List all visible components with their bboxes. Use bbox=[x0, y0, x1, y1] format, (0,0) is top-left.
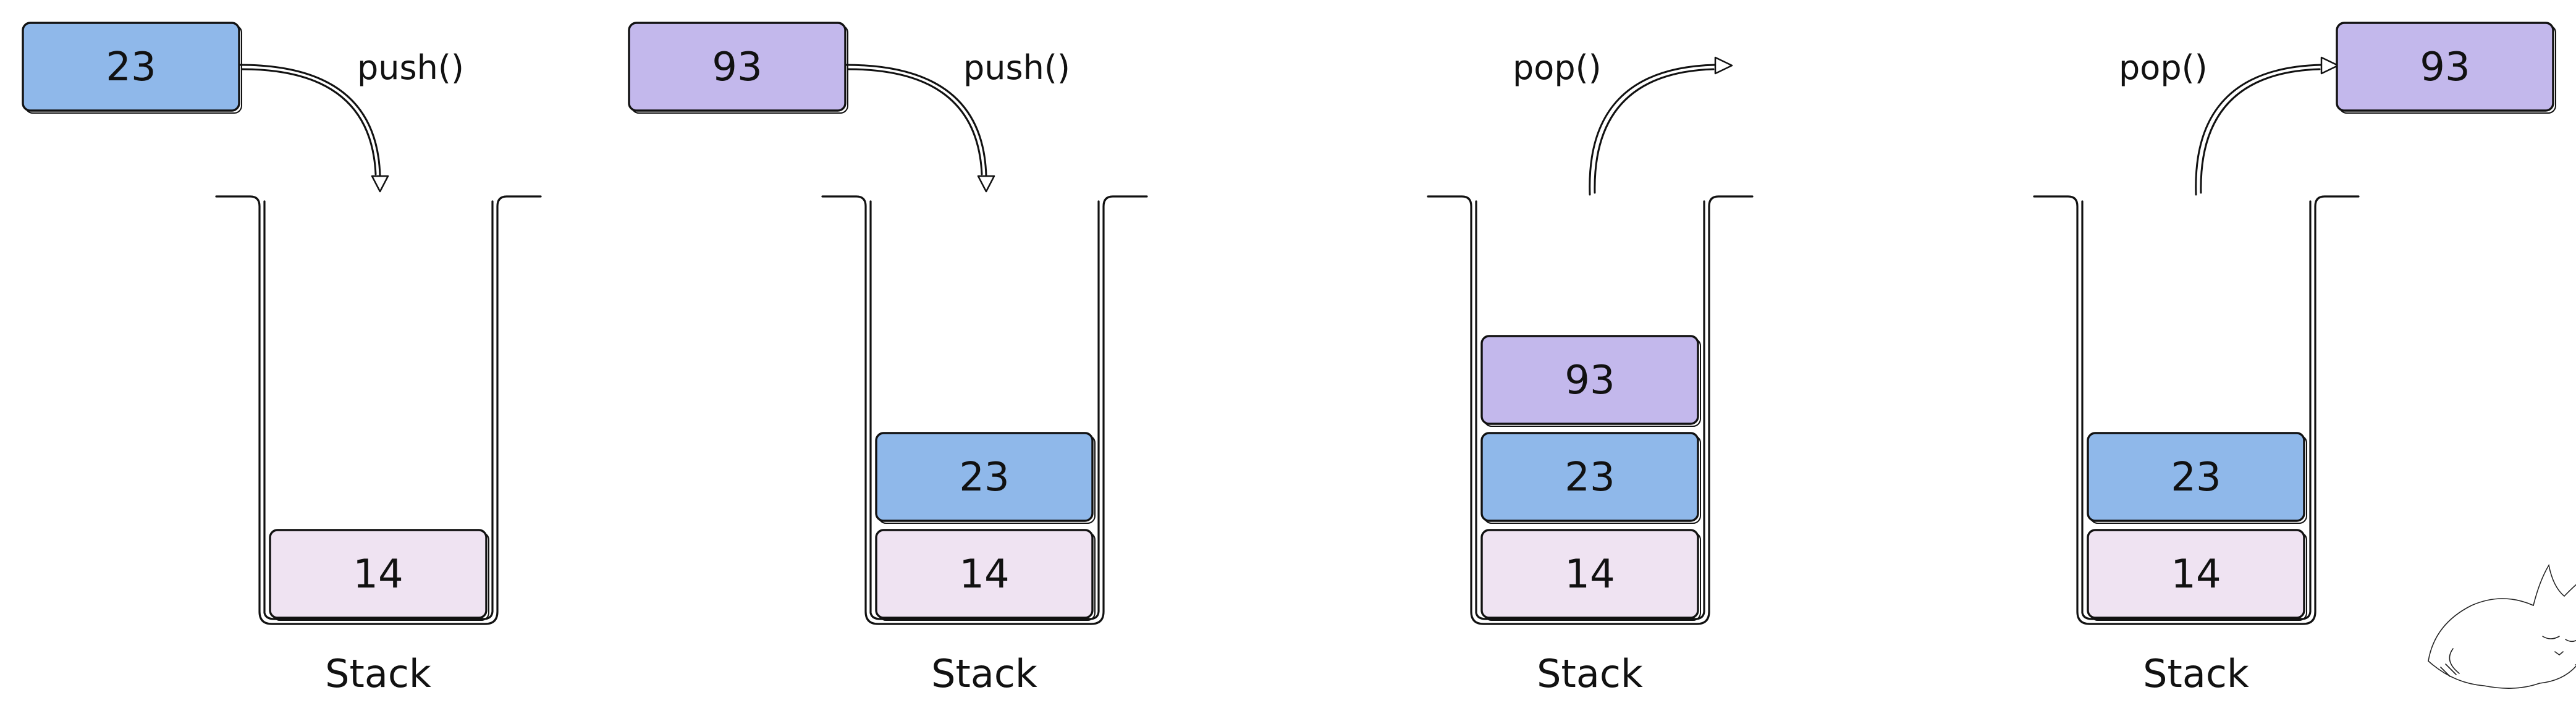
arrow-line-sketch bbox=[241, 68, 377, 175]
stack-item-1-label: 14 bbox=[1565, 552, 1615, 597]
stack-item-3: 93 bbox=[1480, 335, 1701, 427]
stack-item-2-label: 23 bbox=[1565, 455, 1615, 500]
cat-stroke-2 bbox=[2533, 563, 2576, 606]
cat-stroke-1 bbox=[2428, 598, 2534, 662]
push-arrow bbox=[845, 64, 995, 193]
stack-item-1-rect bbox=[875, 529, 1094, 619]
moving-item-rect bbox=[628, 22, 847, 112]
moving-item: 93 bbox=[628, 22, 848, 114]
arrowhead-down-icon bbox=[371, 175, 389, 193]
push-arrow bbox=[239, 64, 389, 193]
stack-caption: Stack bbox=[1537, 651, 1643, 696]
cat-stroke-4 bbox=[2428, 660, 2540, 689]
moving-item-rect bbox=[22, 22, 240, 112]
sleeping-cat-icon bbox=[2428, 563, 2576, 689]
stack-item-1: 14 bbox=[1480, 529, 1701, 621]
stack-container bbox=[821, 195, 1148, 625]
arrow-line bbox=[239, 64, 381, 177]
stack-item-1-label: 14 bbox=[2171, 552, 2221, 597]
cat-stroke-6 bbox=[2565, 639, 2576, 642]
cat-stroke-3 bbox=[2539, 665, 2576, 684]
moving-item-label: 93 bbox=[2420, 44, 2470, 90]
operation-label: pop() bbox=[2119, 48, 2208, 87]
operation-label: pop() bbox=[1513, 48, 1602, 87]
stack-item-1-rect bbox=[1480, 529, 1699, 619]
stack-item-1-rect bbox=[269, 529, 488, 619]
cat-stroke-7 bbox=[2554, 651, 2564, 656]
stack-item-1: 14 bbox=[2087, 529, 2307, 621]
stack-item-1: 14 bbox=[269, 529, 489, 621]
arrow-line bbox=[1589, 64, 1717, 196]
stack-item-2: 23 bbox=[875, 432, 1096, 524]
moving-item: 93 bbox=[2336, 22, 2556, 114]
pop-arrow bbox=[2195, 56, 2339, 196]
moving-item: 23 bbox=[22, 22, 242, 114]
stack-item-2-rect bbox=[1480, 432, 1699, 522]
stack-item-2: 23 bbox=[1480, 432, 1701, 524]
operation-label: push() bbox=[963, 48, 1070, 87]
container-inner-line bbox=[263, 200, 494, 620]
operation-label: push() bbox=[357, 48, 464, 87]
stack-item-2: 23 bbox=[2087, 432, 2307, 524]
stack-item-3-label: 93 bbox=[1565, 358, 1615, 403]
arrow-line-sketch bbox=[2200, 68, 2321, 194]
moving-item-rect bbox=[2336, 22, 2554, 112]
arrow-line bbox=[2195, 64, 2323, 196]
cat-stroke-5 bbox=[2542, 636, 2560, 639]
container-inner-line bbox=[869, 200, 1100, 620]
container-outline bbox=[821, 195, 1148, 625]
arrowhead-right-icon bbox=[2320, 56, 2339, 75]
stack-item-2-label: 23 bbox=[959, 455, 1009, 500]
arrow-line bbox=[845, 64, 987, 177]
stack-item-3-rect bbox=[1480, 335, 1699, 425]
stack-item-1-label: 14 bbox=[959, 552, 1009, 597]
pop-arrow bbox=[1589, 56, 1733, 196]
container-outline bbox=[2033, 195, 2360, 625]
stack-container bbox=[215, 195, 542, 625]
stack-caption: Stack bbox=[931, 651, 1037, 696]
stack-item-2-rect bbox=[875, 432, 1094, 522]
stack-item-1-rect bbox=[2087, 529, 2305, 619]
container-inner-line bbox=[1475, 200, 1705, 620]
stack-item-1-label: 14 bbox=[353, 552, 403, 597]
stack-container bbox=[1427, 195, 1754, 625]
container-outline bbox=[1427, 195, 1754, 625]
arrow-line-sketch bbox=[847, 68, 983, 175]
arrowhead-right-icon bbox=[1714, 56, 1733, 75]
stack-item-2-rect bbox=[2087, 432, 2305, 522]
moving-item-label: 93 bbox=[712, 44, 762, 90]
stack-item-2-label: 23 bbox=[2171, 455, 2221, 500]
cat-stroke-12 bbox=[2440, 663, 2457, 677]
container-outline bbox=[215, 195, 542, 625]
stack-container bbox=[2033, 195, 2360, 625]
container-inner-line bbox=[2081, 200, 2312, 620]
stack-item-1: 14 bbox=[875, 529, 1096, 621]
arrow-line-sketch bbox=[1594, 68, 1715, 194]
cat-stroke-11 bbox=[2449, 648, 2460, 674]
arrowhead-down-icon bbox=[977, 175, 995, 193]
stack-caption: Stack bbox=[325, 651, 431, 696]
stack-caption: Stack bbox=[2143, 651, 2249, 696]
moving-item-label: 23 bbox=[106, 44, 156, 90]
